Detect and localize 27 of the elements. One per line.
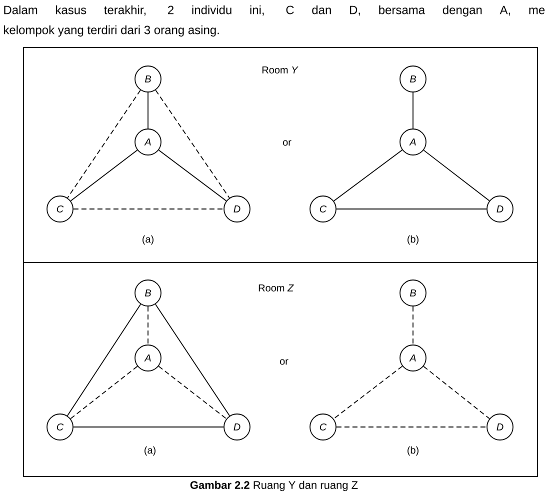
paragraph-line: kelompok yang terdiri dari 3 orang asing. [4,25,219,37]
connector-line [73,208,224,210]
connector-line [423,366,490,420]
connector-line [66,304,142,416]
connector-line [155,304,230,416]
connector-line [158,150,227,202]
connector-line [333,150,403,202]
figure-label: or [280,359,288,365]
connector-line [333,366,403,420]
figure-label: (b) [408,235,418,245]
connector-line [423,150,490,202]
figure-label: or [282,140,292,146]
connector-line [67,90,141,198]
connector-line [155,90,230,198]
connector-line [70,150,138,202]
connector-line [336,426,487,428]
figure-label: (a) [142,235,154,245]
connector-line [412,92,414,129]
figure-label: (a) [144,446,156,456]
connector-line [73,426,224,428]
paragraph-line: Dalam kasus terakhir, 2 individu ini, C dan D, bersama dengan A, me [4,5,545,17]
figure-label: (b) [408,446,418,456]
connector-line [158,366,227,420]
caption: Gambar 2.2 Ruang Y dan ruang Z [190,480,358,492]
connector-line [336,208,487,210]
connector-line [70,366,138,420]
connector-line [412,306,414,345]
